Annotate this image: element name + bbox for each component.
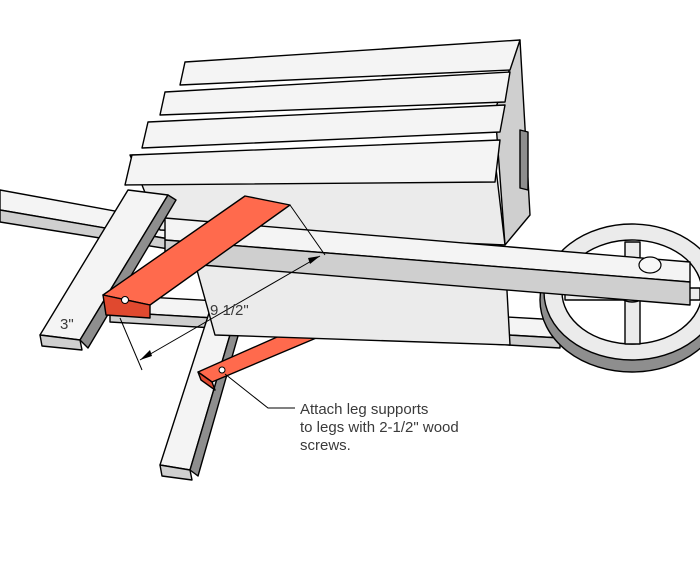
note-leader bbox=[224, 373, 295, 409]
note-line-3: screws. bbox=[300, 437, 351, 454]
upper-leg-support bbox=[102, 195, 291, 319]
note-line-2: to legs with 2-1/2" wood bbox=[300, 419, 459, 436]
support-spacing-dimension: 9 1/2" bbox=[210, 302, 249, 319]
dimension-spacing bbox=[119, 204, 326, 371]
note-line-1: Attach leg supports bbox=[300, 401, 429, 418]
front-leg bbox=[39, 189, 177, 351]
assembly-note: Attach leg supports to legs with 2-1/2" … bbox=[300, 401, 459, 455]
leg-width-dimension: 3" bbox=[60, 316, 74, 333]
